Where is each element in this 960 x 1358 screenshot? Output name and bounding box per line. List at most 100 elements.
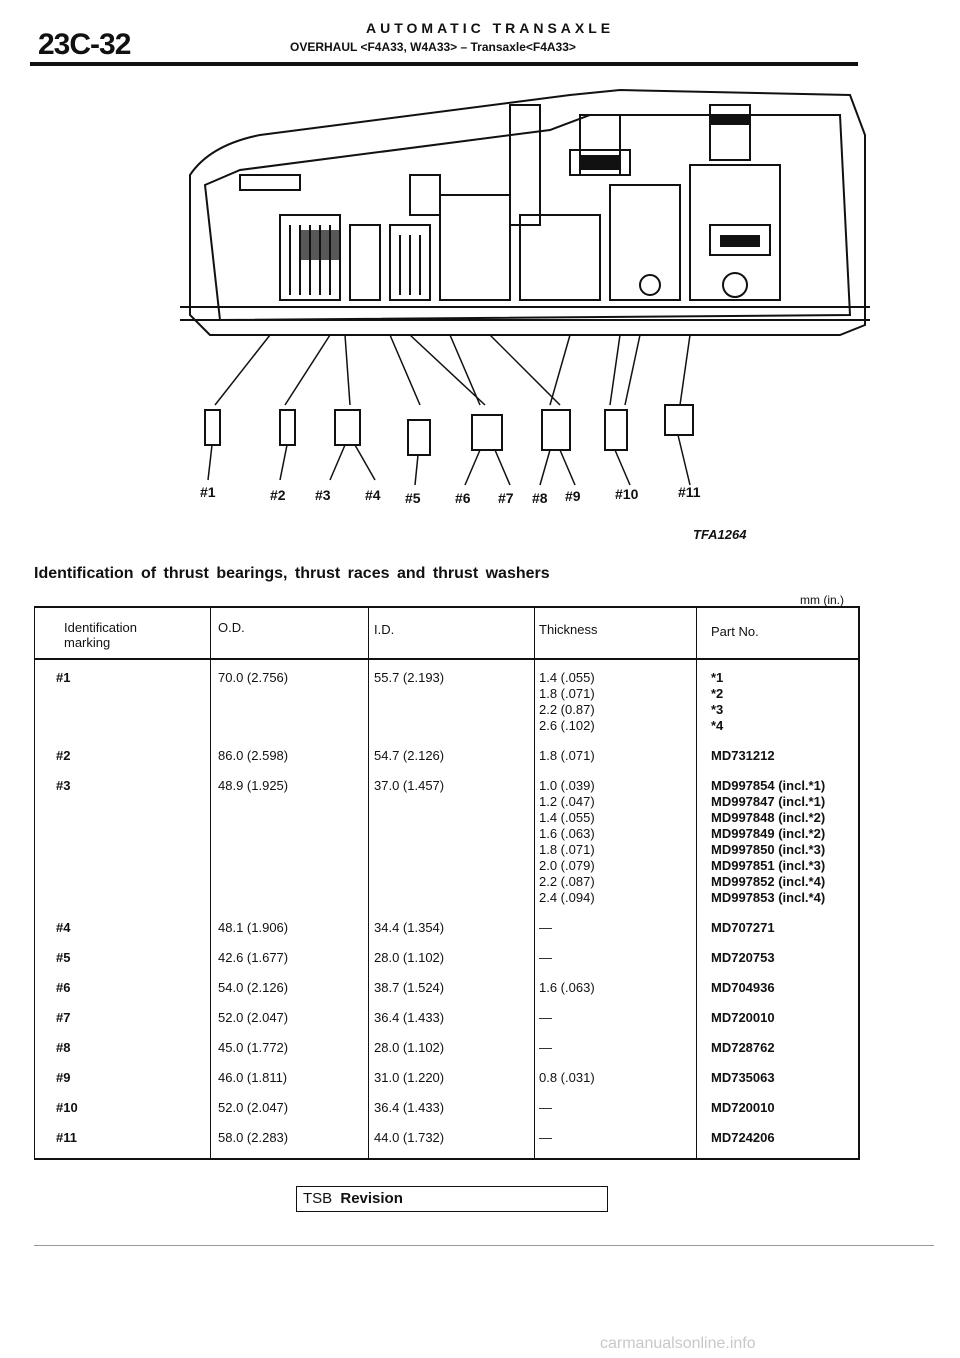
transaxle-cross-section-diagram: #1 #2 #3 #4 #5 #6 #7 #8 #9 #10 #11 (180, 88, 870, 506)
row-id: 28.0 (1.102) (374, 1040, 445, 1055)
row-od: 86.0 (2.598) (218, 748, 289, 763)
header-marking-line2: marking (64, 635, 111, 650)
row-od: 58.0 (2.283) (218, 1130, 289, 1145)
row-thickness: 2.2 (0.87) (539, 702, 595, 717)
section-subtitle: OVERHAUL <F4A33, W4A33> – Transaxle<F4A3… (290, 40, 576, 54)
row-id: 34.4 (1.354) (374, 920, 445, 935)
row-part-number: MD724206 (711, 1130, 775, 1145)
row-thickness: 1.8 (.071) (539, 686, 595, 701)
revision-label: Revision (340, 1190, 403, 1207)
row-part-number: MD704936 (711, 980, 775, 995)
header-marking: Identification marking (64, 620, 137, 650)
row-marking: #5 (56, 950, 71, 965)
row-thickness: 1.8 (.071) (539, 748, 595, 763)
row-id: 55.7 (2.193) (374, 670, 445, 685)
row-thickness: 1.4 (.055) (539, 810, 595, 825)
header-thickness: Thickness (539, 622, 598, 637)
callout-7: #7 (498, 490, 514, 506)
row-id: 28.0 (1.102) (374, 950, 445, 965)
header-od: O.D. (218, 620, 245, 635)
row-od: 46.0 (1.811) (218, 1070, 288, 1085)
row-part-number: MD997852 (incl.*4) (711, 874, 826, 889)
row-marking: #11 (56, 1130, 77, 1145)
row-thickness: 1.4 (.055) (539, 670, 595, 685)
callout-8: #8 (532, 490, 548, 506)
row-od: 45.0 (1.772) (218, 1040, 289, 1055)
row-part-number: MD720010 (711, 1100, 775, 1115)
callout-6: #6 (455, 490, 471, 506)
callout-2: #2 (270, 487, 286, 503)
row-id: 36.4 (1.433) (374, 1100, 445, 1115)
header-marking-line1: Identification (64, 620, 137, 635)
callout-5: #5 (405, 490, 421, 506)
tsb-revision-box: TSB Revision (296, 1186, 608, 1212)
row-marking: #1 (56, 670, 71, 685)
row-thickness: — (539, 950, 552, 965)
row-thickness: — (539, 920, 552, 935)
row-part-number: MD997848 (incl.*2) (711, 810, 826, 825)
row-od: 42.6 (1.677) (218, 950, 289, 965)
row-part-number: MD735063 (711, 1070, 775, 1085)
thrust-bearing-table: Identification marking O.D. I.D. Thickne… (34, 606, 860, 1160)
row-id: 31.0 (1.220) (374, 1070, 445, 1085)
row-part-number: *3 (711, 702, 724, 717)
row-od: 54.0 (2.126) (218, 980, 289, 995)
row-marking: #9 (56, 1070, 71, 1085)
footer-rule (34, 1245, 934, 1246)
callout-3: #3 (315, 487, 331, 503)
row-thickness: 2.0 (.079) (539, 858, 595, 873)
row-part-number: *1 (711, 670, 724, 685)
row-part-number: *2 (711, 686, 724, 701)
row-part-number: MD731212 (711, 748, 775, 763)
row-marking: #7 (56, 1010, 71, 1025)
row-marking: #2 (56, 748, 71, 763)
row-marking: #8 (56, 1040, 71, 1055)
callout-9: #9 (565, 488, 581, 504)
row-id: 54.7 (2.126) (374, 748, 445, 763)
page-number: 23C-32 (38, 28, 131, 61)
tsb-label: TSB (303, 1190, 333, 1207)
header-rule (30, 62, 858, 66)
row-part-number: MD997854 (incl.*1) (711, 778, 826, 793)
row-thickness: — (539, 1130, 552, 1145)
row-marking: #6 (56, 980, 71, 995)
row-od: 48.9 (1.925) (218, 778, 289, 793)
callout-1: #1 (200, 484, 216, 500)
row-part-number: MD997847 (incl.*1) (711, 794, 826, 809)
row-od: 48.1 (1.906) (218, 920, 289, 935)
row-part-number: MD997850 (incl.*3) (711, 842, 826, 857)
callout-10: #10 (615, 486, 639, 502)
row-part-number: MD707271 (711, 920, 775, 935)
row-marking: #10 (56, 1100, 78, 1115)
row-part-number: *4 (711, 718, 724, 733)
header-id: I.D. (374, 622, 395, 637)
row-od: 52.0 (2.047) (218, 1100, 289, 1115)
row-od: 70.0 (2.756) (218, 670, 289, 685)
figure-code: TFA1264 (693, 527, 747, 542)
row-id: 44.0 (1.732) (374, 1130, 445, 1145)
row-id: 38.7 (1.524) (374, 980, 445, 995)
callout-11: #11 (678, 484, 701, 500)
row-od: 52.0 (2.047) (218, 1010, 289, 1025)
row-part-number: MD720010 (711, 1010, 775, 1025)
row-thickness: 2.4 (.094) (539, 890, 595, 905)
row-part-number: MD997849 (incl.*2) (711, 826, 826, 841)
row-thickness: 0.8 (.031) (539, 1070, 595, 1085)
row-part-number: MD997851 (incl.*3) (711, 858, 826, 873)
row-id: 37.0 (1.457) (374, 778, 445, 793)
row-thickness: 1.0 (.039) (539, 778, 595, 793)
row-marking: #3 (56, 778, 71, 793)
section-title: AUTOMATIC TRANSAXLE (366, 20, 615, 36)
row-part-number: MD728762 (711, 1040, 775, 1055)
row-marking: #4 (56, 920, 71, 935)
row-thickness: 2.2 (.087) (539, 874, 595, 889)
row-thickness: 1.6 (.063) (539, 980, 595, 995)
row-part-number: MD720753 (711, 950, 775, 965)
row-thickness: 2.6 (.102) (539, 718, 595, 733)
row-id: 36.4 (1.433) (374, 1010, 445, 1025)
header-part-no: Part No. (711, 624, 759, 639)
row-thickness: 1.8 (.071) (539, 842, 595, 857)
row-thickness: — (539, 1100, 552, 1115)
row-thickness: — (539, 1040, 552, 1055)
row-part-number: MD997853 (incl.*4) (711, 890, 826, 905)
